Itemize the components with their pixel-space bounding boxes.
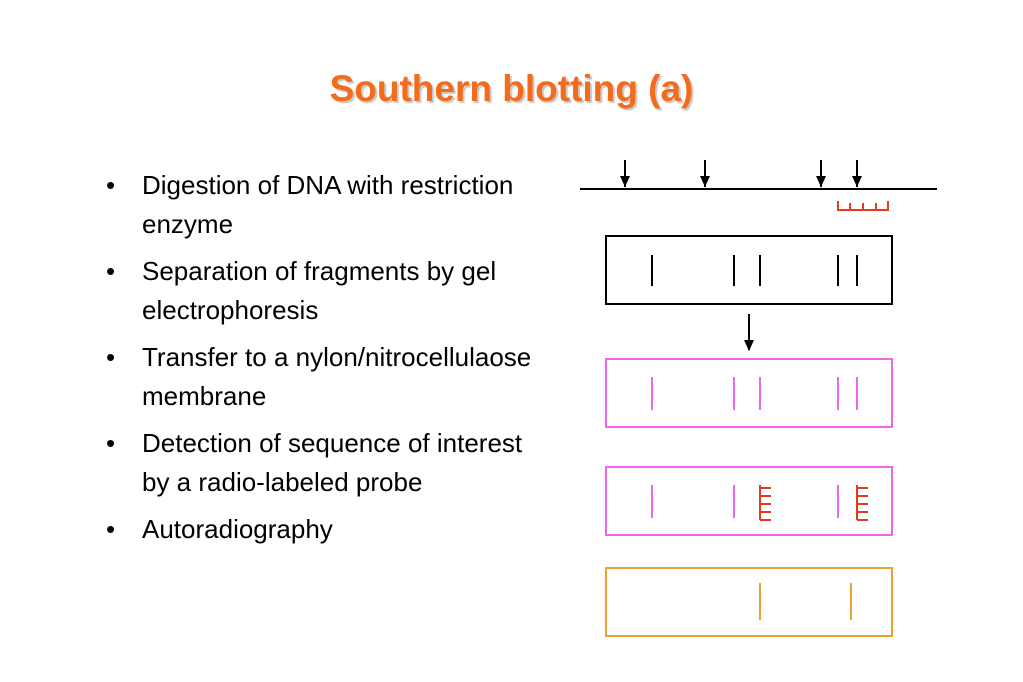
- autoradiograph: [605, 567, 893, 637]
- bullet-text: Detection of sequence of interest by a r…: [142, 428, 523, 497]
- bullet-dot: •: [106, 170, 116, 200]
- bullet-list: • Digestion of DNA with restriction enzym…: [106, 166, 546, 557]
- restriction-site-arrowhead: [852, 176, 862, 187]
- dna-strand: [580, 160, 937, 190]
- bullet-dot: •: [106, 256, 116, 286]
- probe: [837, 201, 889, 211]
- slide-title: Southern blotting (a): [329, 68, 694, 109]
- bullet-text: Transfer to a nylon/nitrocellulaose memb…: [142, 342, 532, 411]
- bullet-item: • Transfer to a nylon/nitrocellulaose mem…: [106, 338, 546, 416]
- bullet-dot: •: [106, 342, 116, 372]
- bullet-text: Autoradiography: [142, 514, 333, 544]
- bullet-item: • Detection of sequence of interest by a …: [106, 424, 546, 502]
- bullet-item: • Digestion of DNA with restriction enzym…: [106, 166, 546, 244]
- gel: [605, 235, 893, 305]
- gel-box: [605, 235, 893, 305]
- hybridized-membrane-box: [605, 466, 893, 536]
- probe-bound-band: [856, 485, 868, 521]
- membrane: [605, 358, 893, 428]
- bullet-dot: •: [106, 514, 116, 544]
- restriction-site-arrowhead: [620, 176, 630, 187]
- restriction-site-arrowhead: [700, 176, 710, 187]
- bullet-dot: •: [106, 428, 116, 458]
- membrane-box: [605, 358, 893, 428]
- hybridized-membrane: [605, 466, 893, 536]
- bullet-item: • Separation of fragments by gel electrop…: [106, 252, 546, 330]
- restriction-site-arrowhead: [816, 176, 826, 187]
- probe-bound-band: [759, 485, 771, 521]
- bullet-text: Separation of fragments by gel electroph…: [142, 256, 497, 325]
- bullet-text: Digestion of DNA with restriction enzyme: [142, 170, 514, 239]
- film-box: [605, 567, 893, 637]
- bullet-item: • Autoradiography: [106, 510, 546, 549]
- transfer-arrow: [744, 314, 754, 351]
